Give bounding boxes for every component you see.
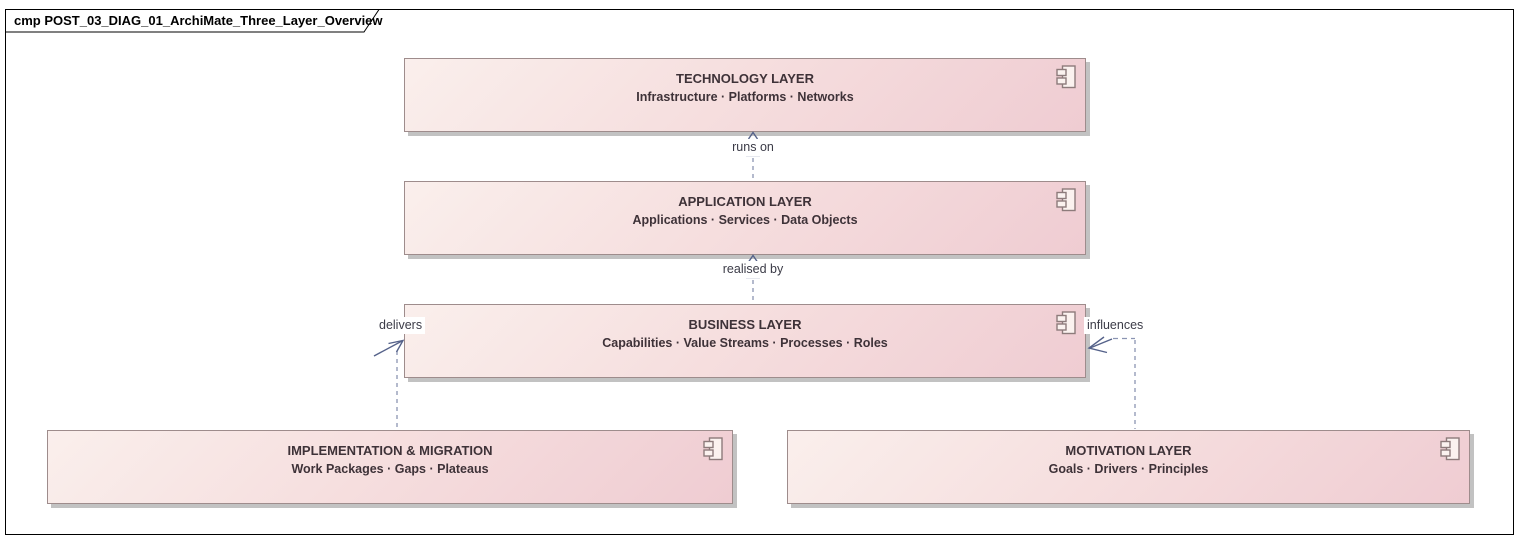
node-business-layer[interactable]: BUSINESS LAYER Capabilities · Value Stre… [404,304,1086,378]
node-subtitle: Applications · Services · Data Objects [632,213,858,227]
node-title: IMPLEMENTATION & MIGRATION [287,443,493,458]
edge-label-runs-on: runs on [729,139,777,156]
uml-component-icon [1056,311,1076,335]
node-text: BUSINESS LAYER Capabilities · Value Stre… [405,316,1085,353]
frame-title: cmp POST_03_DIAG_01_ArchiMate_Three_Laye… [14,13,383,28]
node-subtitle: Capabilities · Value Streams · Processes… [602,336,888,350]
frame-title-tab [5,9,380,33]
node-implementation-migration[interactable]: IMPLEMENTATION & MIGRATION Work Packages… [47,430,733,504]
node-subtitle: Work Packages · Gaps · Plateaus [291,462,489,476]
node-text: IMPLEMENTATION & MIGRATION Work Packages… [48,442,732,479]
node-technology-layer[interactable]: TECHNOLOGY LAYER Infrastructure · Platfo… [404,58,1086,132]
node-text: MOTIVATION LAYER Goals · Drivers · Princ… [788,442,1469,479]
edge-label-realised-by: realised by [719,261,787,278]
node-text: TECHNOLOGY LAYER Infrastructure · Platfo… [405,70,1085,107]
node-subtitle: Infrastructure · Platforms · Networks [636,90,854,104]
node-title: APPLICATION LAYER [678,194,812,209]
node-title: BUSINESS LAYER [688,317,802,332]
node-motivation-layer[interactable]: MOTIVATION LAYER Goals · Drivers · Princ… [787,430,1470,504]
node-title: TECHNOLOGY LAYER [676,71,814,86]
uml-component-icon [1056,188,1076,212]
edge-label-influences: influences [1084,317,1147,334]
node-application-layer[interactable]: APPLICATION LAYER Applications · Service… [404,181,1086,255]
uml-component-icon [1440,437,1460,461]
node-subtitle: Goals · Drivers · Principles [1048,462,1209,476]
node-title: MOTIVATION LAYER [1065,443,1192,458]
edge-label-delivers: delivers [376,317,426,334]
uml-component-icon [1056,65,1076,89]
node-text: APPLICATION LAYER Applications · Service… [405,193,1085,230]
uml-component-icon [703,437,723,461]
